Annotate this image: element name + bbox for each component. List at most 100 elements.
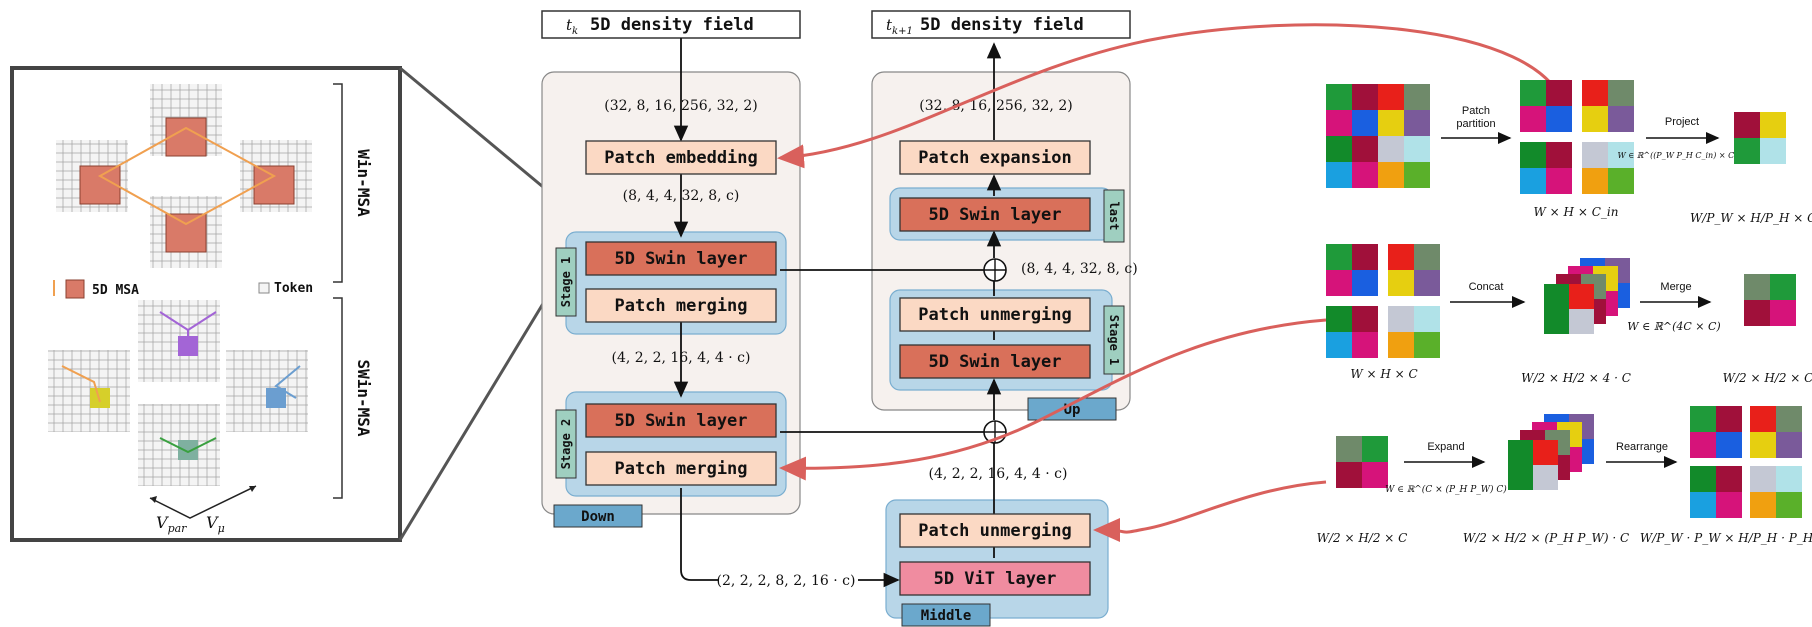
row2-input-grid	[1326, 244, 1440, 358]
vit-block	[899, 561, 1091, 596]
shape-up-in: (4, 2, 2, 16, 4, 4 · c)	[929, 466, 1068, 482]
swin2-block	[585, 403, 777, 438]
merge-label: Merge	[1660, 281, 1691, 293]
axis-vpar: Vpar	[156, 513, 187, 535]
row3-caption-1: W/2 × H/2 × C	[1317, 531, 1408, 545]
down-tag-label: Down	[581, 509, 615, 525]
shifted-cube-left	[48, 350, 130, 432]
row1-partitioned-grid	[1520, 80, 1634, 194]
axis-arrow-right	[249, 486, 256, 492]
token-legend-label: Token	[274, 281, 313, 296]
row3-caption-3: W/P_W · P_W × H/P_H · P_H × C	[1640, 531, 1812, 545]
green-token	[178, 440, 198, 460]
swin-up-block	[899, 344, 1091, 379]
row2-caption-1: W × H × C	[1350, 367, 1417, 381]
purple-shift-lines	[159, 311, 217, 340]
stage2-tag	[555, 409, 577, 479]
axis-vmu: Vμ	[206, 513, 225, 535]
patch-expansion-block	[899, 140, 1091, 175]
swin-last-label: 5D Swin layer	[928, 205, 1061, 225]
stage1-tag-label: Stage 1	[559, 257, 573, 308]
up-stage-tag-label: Stage 1	[1107, 315, 1121, 366]
merge1-block	[585, 288, 777, 323]
blue-shift-lines	[274, 365, 301, 399]
msa-legend-icon	[65, 279, 85, 299]
row2-stacked-grid	[1544, 258, 1630, 334]
axis-arrow-left	[150, 496, 157, 503]
swin-up-label: 5D Swin layer	[928, 352, 1061, 372]
arrow-patch-embedding	[777, 23, 1567, 169]
expand-math: W ∈ ℝ^(C × (P_H P_W) C)	[1385, 484, 1507, 495]
add-node-1-plus	[984, 259, 1006, 281]
merge-math: W ∈ ℝ^(4C × C)	[1627, 320, 1720, 333]
down-tag	[553, 504, 643, 528]
unmerge-mid-block	[899, 513, 1091, 548]
swin1-label: 5D Swin layer	[614, 249, 747, 269]
msa-block-left	[79, 165, 121, 205]
swin1-block	[585, 241, 777, 276]
vit-label: 5D ViT layer	[934, 569, 1057, 589]
shape-merge1: (4, 2, 2, 16, 4, 4 · c)	[612, 350, 751, 366]
yellow-shift-lines	[61, 365, 101, 403]
output-field-label: 5D density field	[920, 15, 1084, 35]
swin2-label: 5D Swin layer	[614, 411, 747, 431]
shape-embed: (8, 4, 4, 32, 8, c)	[623, 188, 740, 204]
row3-caption-2: W/2 × H/2 × (P_H P_W) · C	[1463, 531, 1629, 545]
flow-merge2-down	[680, 488, 718, 581]
blue-token	[266, 388, 286, 408]
win-msa-bracket	[333, 83, 343, 283]
input-field-label: 5D density field	[590, 15, 754, 35]
arrow-patch-merging	[779, 318, 1327, 481]
expand-label: Expand	[1427, 441, 1464, 453]
purple-token	[178, 336, 198, 356]
merge2-block	[585, 451, 777, 486]
row1-projected-grid	[1734, 112, 1786, 164]
row1-caption-1: W × H × C_in	[1534, 205, 1619, 219]
row1-caption-2: W/P_W × H/P_H × C_h	[1690, 211, 1812, 225]
win-msa-cubes	[56, 84, 312, 268]
concat-label: Concat	[1469, 281, 1504, 293]
shape-skip1: (8, 4, 4, 32, 8, c)	[1021, 261, 1138, 277]
input-field-box	[541, 10, 801, 39]
row2-caption-3: W/2 × H/2 × C	[1723, 371, 1812, 385]
swin-msa-cubes	[48, 300, 308, 486]
unmerge-mid-label: Patch unmerging	[918, 521, 1072, 541]
stage2-tag-label: Stage 2	[559, 419, 573, 470]
project-label: Project	[1665, 116, 1699, 128]
msa-block-top	[165, 117, 207, 157]
swin-msa-bracket	[333, 297, 343, 499]
shape-output: (32, 8, 16, 256, 32, 2)	[919, 98, 1072, 114]
swin-last-block	[899, 197, 1091, 232]
middle-tag-label: Middle	[921, 608, 972, 624]
row2-merged-grid	[1744, 274, 1796, 326]
shape-input: (32, 8, 16, 256, 32, 2)	[604, 98, 757, 114]
msa-block-right	[253, 165, 295, 205]
last-tag-label: last	[1107, 202, 1121, 231]
patch-partition-label-1: Patch	[1462, 105, 1490, 117]
axes-lines	[149, 485, 257, 519]
left-zoom-panel: 5D MSA Token Win-MSA SWin-MSA Vpar Vμ	[10, 66, 592, 542]
row3-stacked-grid	[1508, 414, 1594, 490]
unmerge-up-block	[899, 297, 1091, 332]
patch-partition-label-2: partition	[1456, 118, 1495, 130]
msa-block-bottom	[165, 213, 207, 253]
win-msa-label: Win-MSA	[354, 149, 373, 217]
patch-expansion-label: Patch expansion	[918, 148, 1072, 168]
middle-tag	[901, 603, 991, 627]
last-tag	[1103, 189, 1125, 243]
patch-embedding-label: Patch embedding	[604, 148, 758, 168]
right-panel: Patch partition Project W ∈ ℝ^((P_W P_H …	[1317, 80, 1812, 545]
msa-window-outline	[97, 126, 277, 226]
msa-legend-label: 5D MSA	[92, 283, 139, 298]
arrow-patch-unmerging	[1093, 480, 1327, 543]
merge2-label: Patch merging	[614, 459, 747, 479]
rearrange-label: Rearrange	[1616, 441, 1668, 453]
stage1-tag	[555, 247, 577, 317]
callout-arrows	[777, 23, 1567, 543]
row1-input-grid	[1326, 84, 1430, 188]
output-field-box	[871, 10, 1131, 39]
up-stage-tag	[1103, 305, 1125, 375]
row3-output-grid	[1690, 406, 1802, 518]
patch-embedding-block	[585, 140, 777, 175]
yellow-token	[90, 388, 110, 408]
